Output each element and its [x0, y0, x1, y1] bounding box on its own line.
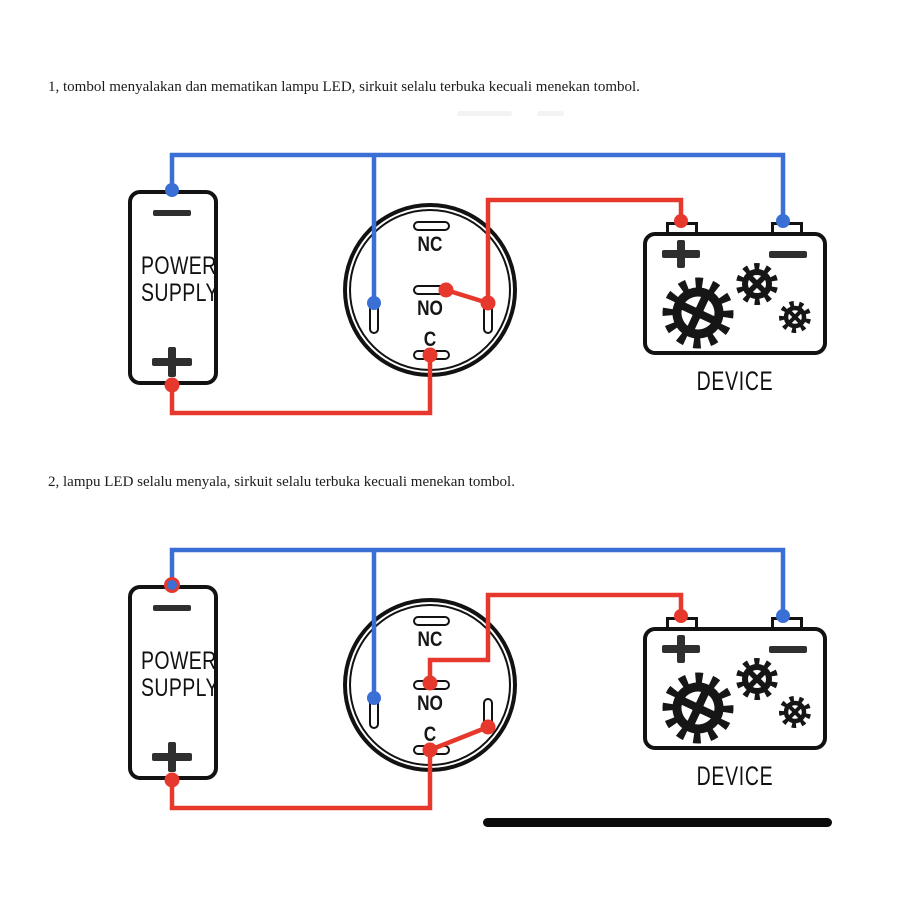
device-label-1: DEVICE [696, 366, 774, 396]
power-supply-label-line1: POWER [141, 647, 217, 675]
negative-wire-2 [169, 547, 786, 616]
led-terminal-slot-left [369, 303, 379, 334]
gear-icon-small [779, 696, 811, 728]
terminal-slot-nc [413, 221, 450, 231]
led-terminal-slot-right [483, 303, 493, 334]
terminal-label-nc: NC [417, 628, 443, 651]
watermark-smudge [457, 111, 512, 116]
terminal-label-c: C [423, 328, 437, 351]
watermark-smudge [537, 111, 564, 116]
terminal-label-no: NO [417, 692, 443, 715]
terminal-label-nc: NC [417, 233, 443, 256]
power-supply-label: POWER SUPPLY [141, 252, 219, 307]
power-supply-box-2: POWER SUPPLY [128, 585, 218, 780]
plus-icon [152, 742, 192, 772]
caption-step1: 1, tombol menyalakan dan mematikan lampu… [48, 79, 640, 95]
negative-wire-1 [169, 152, 786, 221]
device-label-2: DEVICE [696, 761, 774, 791]
power-supply-label-line2: SUPPLY [141, 279, 219, 307]
gear-icon [662, 263, 811, 349]
power-supply-label: POWER SUPPLY [141, 647, 219, 702]
minus-icon [769, 251, 807, 258]
terminal-slot-no [413, 680, 450, 690]
terminal-label-no: NO [417, 297, 443, 320]
led-terminal-slot-right [483, 698, 493, 729]
gear-icon-small [779, 301, 811, 333]
plus-icon [152, 347, 192, 377]
terminal-slot-c [413, 350, 450, 360]
power-supply-label-line1: POWER [141, 252, 217, 280]
gear-icon-large [662, 672, 734, 744]
gear-icon-large [662, 277, 734, 349]
caption-step2: 2, lampu LED selalu menyala, sirkuit sel… [48, 474, 515, 490]
minus-icon [153, 210, 191, 216]
terminal-slot-nc [413, 616, 450, 626]
device-box-2 [643, 627, 827, 750]
terminal-label-c: C [423, 723, 437, 746]
gear-icon-medium [736, 658, 778, 700]
push-button-switch-1: NC NO C [343, 203, 517, 377]
power-supply-box-1: POWER SUPPLY [128, 190, 218, 385]
led-terminal-slot-left [369, 698, 379, 729]
terminal-slot-no [413, 285, 450, 295]
terminal-slot-c [413, 745, 450, 755]
divider-bar [483, 818, 832, 827]
minus-icon [153, 605, 191, 611]
device-box-1 [643, 232, 827, 355]
push-button-switch-2: NC NO C [343, 598, 517, 772]
gear-icon [662, 658, 811, 744]
power-supply-label-line2: SUPPLY [141, 674, 219, 702]
minus-icon [769, 646, 807, 653]
gear-icon-medium [736, 263, 778, 305]
